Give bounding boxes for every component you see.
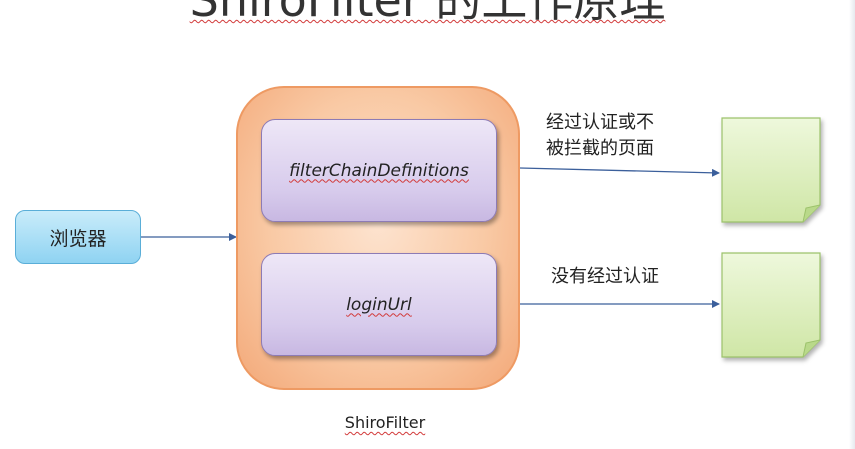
login-url-label: loginUrl xyxy=(346,294,412,315)
page-bottom-icon xyxy=(721,252,821,358)
arrow-filterchain-to-page xyxy=(519,167,720,177)
slide-edge xyxy=(849,0,855,449)
browser-label: 浏览器 xyxy=(49,227,107,250)
filter-chain-definitions-box: filterChainDefinitions xyxy=(261,119,497,222)
top-arrow-label-line1: 经过认证或不 xyxy=(546,112,654,133)
browser-box: 浏览器 xyxy=(15,210,141,264)
top-arrow-label-line2: 被拦截的页面 xyxy=(546,138,654,159)
filter-chain-definitions-label: filterChainDefinitions xyxy=(289,160,469,181)
bottom-arrow-label: 没有经过认证 xyxy=(551,266,659,287)
title-text: ShiroFilter 的工作原理 xyxy=(189,0,666,27)
container-caption: ShiroFilter xyxy=(340,413,430,432)
login-url-box: loginUrl xyxy=(261,253,497,356)
page-title: ShiroFilter 的工作原理 xyxy=(0,0,855,30)
container-caption-text: ShiroFilter xyxy=(344,413,426,432)
page-top-icon xyxy=(721,117,821,223)
